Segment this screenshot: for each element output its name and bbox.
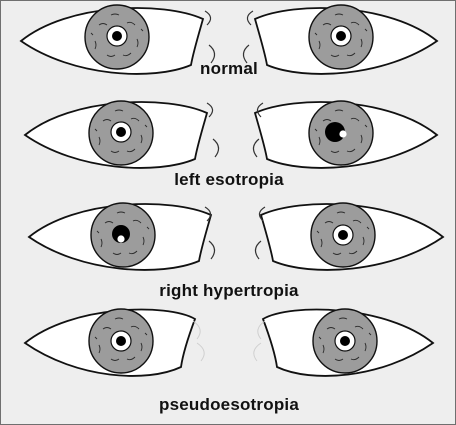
row2-left-eye bbox=[17, 99, 217, 171]
row2-caption: left esotropia bbox=[1, 170, 456, 190]
row3-caption: right hypertropia bbox=[1, 281, 456, 301]
row3-right-eye bbox=[251, 201, 451, 273]
row1-caption: normal bbox=[1, 59, 456, 79]
row3-left-eye bbox=[21, 201, 221, 273]
row4-caption: pseudoesotropia bbox=[1, 395, 456, 415]
row4-right-eye bbox=[241, 307, 441, 379]
row4-left-eye bbox=[17, 307, 217, 379]
row2-right-eye bbox=[245, 99, 445, 171]
